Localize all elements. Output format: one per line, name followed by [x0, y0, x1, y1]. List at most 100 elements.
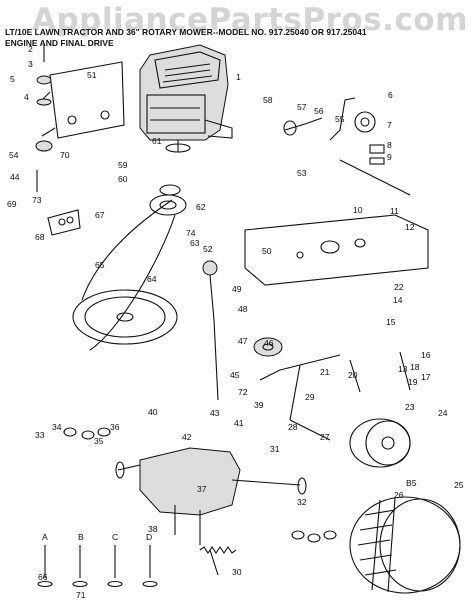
transaxle-assembly — [115, 447, 307, 576]
callout-label: 10 — [353, 205, 363, 215]
callout-label: 24 — [438, 408, 448, 418]
callout-label: B5 — [406, 478, 417, 488]
callout-label: 42 — [182, 432, 192, 442]
callout-label: 70 — [60, 150, 70, 160]
callout-label: 3 — [28, 59, 33, 69]
callout-label: 38 — [148, 524, 158, 534]
callout-label: 5 — [10, 74, 15, 84]
watermark: AppliancePartsPros.com — [32, 2, 468, 38]
callout-label: 46 — [264, 338, 274, 348]
callout-label: 20 — [348, 370, 358, 380]
callout-label: 65 — [95, 260, 105, 270]
callout-label: 62 — [196, 202, 206, 212]
callout-label: 48 — [238, 304, 248, 314]
callout-label: 73 — [32, 195, 42, 205]
callout-label: 18 — [410, 362, 420, 372]
callout-label: D — [146, 532, 152, 542]
callout-label: 68 — [35, 232, 45, 242]
callout-label: 49 — [232, 284, 242, 294]
callout-label: 4 — [24, 92, 29, 102]
frame-plate — [244, 214, 429, 286]
callout-label: 52 — [203, 244, 213, 254]
callout-label: 47 — [238, 336, 248, 346]
callout-label: 2 — [28, 44, 33, 54]
callout-label: 7 — [387, 120, 392, 130]
callout-label: 66 — [38, 572, 48, 582]
callout-label: 50 — [262, 246, 272, 256]
callout-label: 28 — [288, 422, 298, 432]
shift-lever — [202, 260, 219, 401]
callout-label: 39 — [254, 400, 264, 410]
callout-label: 72 — [238, 387, 248, 397]
callout-label: 37 — [197, 484, 207, 494]
steering-shaft-assembly — [283, 97, 411, 196]
engine-mount-plate — [41, 61, 125, 139]
callout-label: 54 — [9, 150, 19, 160]
pulley-belt-assembly — [72, 184, 187, 351]
spring-30 — [199, 546, 237, 554]
callout-label: 26 — [394, 490, 404, 500]
engine-mounts — [35, 45, 53, 192]
callout-label: C — [112, 532, 118, 542]
callout-label: 22 — [394, 282, 404, 292]
callout-label: 74 — [186, 228, 196, 238]
callout-label: 64 — [147, 274, 157, 284]
diagram-header: LT/10E LAWN TRACTOR AND 36" ROTARY MOWER… — [5, 27, 367, 49]
callout-label: 16 — [421, 350, 431, 360]
callout-label: 41 — [234, 418, 244, 428]
callout-label: 31 — [270, 444, 280, 454]
callout-label: 55 — [335, 114, 345, 124]
callout-label: 45 — [230, 370, 240, 380]
callout-label: 69 — [7, 199, 17, 209]
callout-label: 61 — [152, 136, 162, 146]
engine-assembly — [139, 44, 233, 153]
callout-label: 67 — [95, 210, 105, 220]
callout-label: 36 — [110, 422, 120, 432]
callout-label: 51 — [87, 70, 97, 80]
callout-label: 13 — [398, 364, 408, 374]
bracket-68 — [47, 209, 81, 236]
callout-label: 59 — [118, 160, 128, 170]
callout-label: 34 — [52, 422, 62, 432]
diagram-title: LT/10E LAWN TRACTOR AND 36" ROTARY MOWER… — [5, 27, 367, 37]
callout-label: 29 — [305, 392, 315, 402]
callout-label: 1 — [236, 72, 241, 82]
callout-label: 43 — [210, 408, 220, 418]
axle-washers-left — [63, 427, 111, 440]
callout-label: 33 — [35, 430, 45, 440]
callout-label: 35 — [94, 436, 104, 446]
callout-label: 8 — [387, 140, 392, 150]
callout-label: 71 — [76, 590, 86, 600]
callout-label: 60 — [118, 174, 128, 184]
callout-label: B — [78, 532, 84, 542]
callout-label: 17 — [421, 372, 431, 382]
wheel-rim — [349, 418, 411, 468]
callout-label: 21 — [320, 367, 330, 377]
rear-tire — [349, 496, 461, 594]
callout-label: 11 — [390, 206, 399, 216]
callout-label: 40 — [148, 407, 158, 417]
callout-label: 6 — [388, 90, 393, 100]
callout-label: 19 — [408, 377, 418, 387]
callout-label: 14 — [393, 295, 403, 305]
callout-label: 23 — [405, 402, 415, 412]
hardware-studs — [37, 545, 158, 588]
callout-label: 27 — [320, 432, 330, 442]
callout-label: 12 — [405, 222, 415, 232]
callout-label: 15 — [386, 317, 396, 327]
callout-label: 9 — [387, 152, 392, 162]
callout-label: 57 — [297, 102, 307, 112]
callout-label: 25 — [454, 480, 464, 490]
axle-washers-right — [291, 530, 337, 543]
callout-label: 32 — [297, 497, 307, 507]
brake-linkage — [253, 337, 411, 441]
diagram-subtitle: ENGINE AND FINAL DRIVE — [5, 38, 114, 48]
callout-label: 58 — [263, 95, 273, 105]
callout-label: 53 — [297, 168, 307, 178]
callout-label: 44 — [10, 172, 20, 182]
callout-label: 63 — [190, 238, 200, 248]
callout-label: 30 — [232, 567, 242, 577]
callout-label: A — [42, 532, 48, 542]
